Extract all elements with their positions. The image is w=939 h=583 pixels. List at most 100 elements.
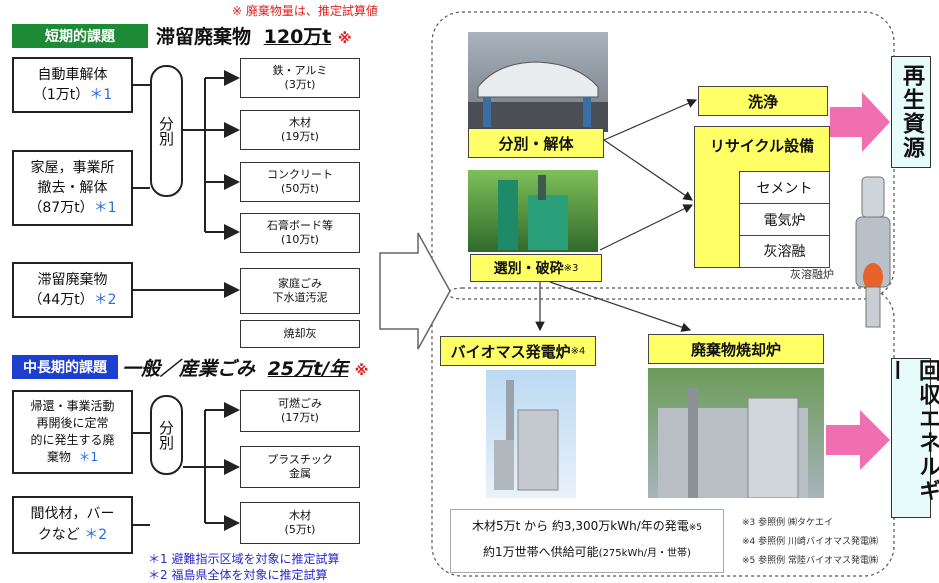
footnote-2: ＊2 福島県全体を対象に推定試算 [148, 568, 328, 582]
output-amount: (19万t) [281, 130, 319, 143]
short-term-mark: ※ [338, 31, 352, 47]
biomass-plant-photo [486, 370, 576, 498]
furnace-icon [855, 176, 891, 328]
biomass-mark: ※4 [570, 345, 586, 357]
output-name: コンクリート [267, 168, 333, 181]
source-note: ＊2 [93, 292, 117, 308]
output-amount: (17万t) [281, 411, 319, 424]
output-amount: (10万t) [281, 233, 319, 246]
output-household-sludge: 家庭ごみ下水道汚泥 [240, 268, 360, 314]
select-crush-box: 選別・破砕※3 [470, 254, 602, 282]
output-name: 木材 [289, 509, 311, 522]
source-line-2: 再開後に定常 [36, 416, 109, 430]
mid-term-heading: 一般／産業ごみ 25万t/年 ※ [122, 354, 368, 381]
source-name: 滞留廃棄物 [37, 272, 108, 288]
source-name: 家屋，事業所 [30, 160, 115, 176]
recycle-item-electric-furnace: 電気炉 [740, 204, 829, 236]
power-note-mark: ※5 [688, 523, 703, 533]
sort-oval-mid: 分別 [150, 395, 183, 475]
source-thinned-wood: 間伐材，バー クなど ＊2 [12, 496, 133, 554]
recovered-energy: 回収エネルギー [883, 358, 939, 518]
mid-term-amount: 25万t/年 [267, 358, 349, 380]
output-name: 可燃ごみ [278, 397, 322, 410]
ash-melting-furnace-label: 灰溶融炉 [790, 268, 834, 281]
mid-term-mark: ※ [354, 363, 369, 379]
mid-term-label: 中長期的課題 [12, 355, 118, 379]
output-name: プラスチック [267, 453, 333, 466]
reference-item: ※4 参照例 川崎バイオマス発電㈱ [742, 537, 878, 547]
sort-oval-short: 分別 [150, 65, 183, 197]
source-line-4: 棄物 [46, 450, 71, 464]
recycle-item-ash-melting: 灰溶融 [763, 244, 806, 260]
output-wood-mid: 木材(5万t) [240, 502, 360, 544]
output-name: 家庭ごみ [278, 277, 322, 290]
source-line-2: クなど [37, 527, 80, 543]
source-amount: （1万t） [32, 87, 90, 103]
power-note-line-2: 約1万世帯へ供給可能 [483, 545, 599, 559]
source-note: ＊1 [89, 87, 113, 103]
output-gypsum-board: 石膏ボード等(10万t) [240, 213, 360, 253]
output-iron-aluminum: 鉄・アルミ(3万t) [240, 58, 360, 98]
output-name: 石膏ボード等 [267, 219, 333, 232]
recycle-facility-box: リサイクル設備 セメント 電気炉 灰溶融 [694, 126, 830, 268]
wash-box: 洗浄 [698, 86, 828, 116]
incinerator-plant-icon [658, 388, 808, 498]
reference-item: ※3 参照例 ㈱タケエイ [742, 518, 833, 528]
recycled-resources: 再生資源 [891, 56, 931, 168]
output-amount: (5万t) [284, 523, 316, 536]
source-car-dismantling: 自動車解体 （1万t）＊1 [12, 57, 133, 113]
ash-melting-furnace-illustration [848, 172, 898, 332]
output-name: 木材 [289, 116, 311, 129]
recycle-items-list: セメント 電気炉 灰溶融 [739, 171, 829, 267]
short-term-amount: 120万t [263, 26, 332, 48]
output-amount: (3万t) [284, 78, 316, 91]
short-term-label: 短期的課題 [12, 24, 148, 48]
source-line-1: 間伐材，バー [30, 506, 115, 522]
short-term-heading: 滞留廃棄物 120万t ※ [156, 22, 352, 49]
mid-term-title: 一般／産業ごみ [122, 358, 256, 380]
source-stagnant-waste: 滞留廃棄物 （44万t）＊2 [12, 262, 133, 318]
output-combustible: 可燃ごみ(17万t) [240, 390, 360, 432]
short-term-title: 滞留廃棄物 [156, 26, 252, 48]
select-crush-label: 選別・破砕 [493, 261, 564, 277]
source-note: ＊2 [84, 527, 108, 543]
reference-list: ※3 参照例 ㈱タケエイ ※4 参照例 川崎バイオマス発電㈱ ※5 参照例 常陸… [742, 514, 878, 571]
output-concrete: コンクリート(50万t) [240, 162, 360, 202]
biomass-label: バイオマス発電炉 [450, 342, 571, 361]
power-plant-icon [494, 380, 559, 491]
output-incineration-ash: 焼却灰 [240, 320, 360, 348]
recycle-item-cement: セメント [740, 172, 829, 204]
output-name: 焼却灰 [283, 327, 317, 340]
select-crush-mark: ※3 [563, 262, 579, 274]
source-buildings: 家屋，事業所 撤去・解体 （87万t）＊1 [12, 150, 133, 226]
power-note-line-1: 木材5万t から 約3,300万kWh/年の発電 [471, 519, 689, 533]
car-dismantling-photo [468, 32, 608, 132]
output-plastic-metal: プラスチック金属 [240, 446, 360, 488]
source-amount: （87万t） [28, 200, 94, 216]
biomass-box: バイオマス発電炉※4 [440, 336, 596, 366]
output-amount: (50万t) [281, 182, 319, 195]
crushing-plant-photo [468, 170, 598, 252]
output-wood: 木材(19万t) [240, 110, 360, 150]
output-name-2: 金属 [289, 467, 311, 480]
output-name-2: 下水道汚泥 [272, 291, 328, 304]
source-line-1: 帰還・事業活動 [30, 399, 115, 413]
power-generation-note: 木材5万t から 約3,300万kWh/年の発電※5 約1万世帯へ供給可能(27… [450, 509, 724, 573]
source-routine-waste: 帰還・事業活動 再開後に定常 的に発生する廃 棄物 ＊1 [12, 390, 133, 474]
incinerator-box: 廃棄物焼却炉 [648, 334, 824, 364]
estimate-note: ※ 廃棄物量は、推定試算値 [232, 4, 378, 18]
source-name-2: 撤去・解体 [37, 180, 108, 196]
plant-icon [498, 175, 568, 250]
source-note: ＊1 [93, 200, 117, 216]
power-note-unit: (275kWh/月・世帯) [598, 548, 691, 559]
sort-dismantle-box: 分別・解体 [468, 128, 604, 158]
output-name: 鉄・アルミ [272, 64, 328, 77]
footnote-1: ＊1 避難指示区域を対象に推定試算 [148, 552, 340, 566]
source-amount: （44万t） [28, 292, 94, 308]
recycle-facility-title: リサイクル設備 [709, 137, 815, 155]
car-icon [468, 61, 608, 132]
reference-item: ※5 参照例 常陸バイオマス発電㈱ [742, 556, 878, 566]
incinerator-photo [648, 368, 824, 498]
source-name: 自動車解体 [37, 67, 108, 83]
